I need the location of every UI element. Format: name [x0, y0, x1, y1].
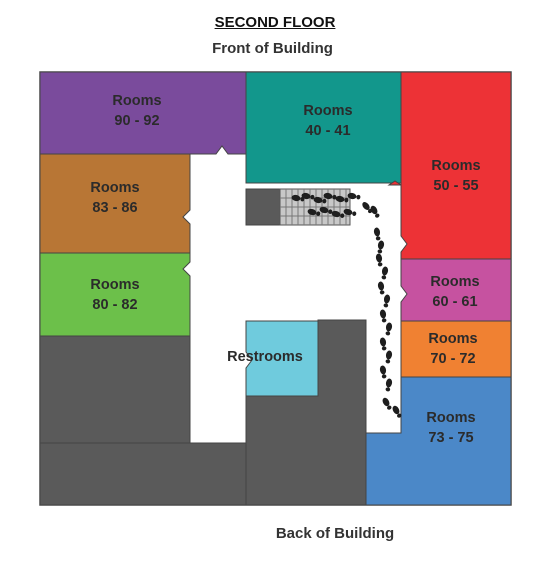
room-73-75-label-line2: 73 - 75	[428, 430, 473, 446]
footprint-mark	[385, 350, 393, 364]
stairs-icon	[279, 188, 351, 226]
room-70-72[interactable]: Rooms 70 - 72	[400, 320, 512, 378]
room-50-55[interactable]: Rooms 50 - 55	[387, 71, 512, 260]
footprint-mark	[379, 309, 387, 323]
room-90-92-label-line2: 90 - 92	[114, 113, 159, 129]
room-40-41[interactable]: Rooms 40 - 41	[245, 71, 402, 184]
footprint-mark	[319, 206, 333, 214]
footprint-mark	[373, 227, 381, 241]
footprint-mark	[381, 266, 389, 280]
room-73-75-label-line1: Rooms	[426, 410, 475, 426]
room-60-61-label-line1: Rooms	[430, 274, 479, 290]
unassigned-block-left	[39, 335, 191, 445]
room-60-61-label-line2: 60 - 61	[432, 294, 477, 310]
footprint-mark	[375, 253, 383, 267]
footprints-icon	[291, 192, 402, 418]
footprint-mark	[377, 240, 385, 254]
room-70-72-label-line1: Rooms	[428, 331, 477, 347]
unassigned-block-bottom-left	[39, 442, 247, 506]
room-80-82-label-line1: Rooms	[90, 277, 139, 293]
footprint-mark	[383, 294, 391, 308]
footprint-mark	[362, 202, 373, 214]
footprint-mark	[301, 192, 315, 200]
unassigned-block-stair-side	[245, 188, 281, 226]
back-of-building-label: Back of Building	[275, 525, 395, 542]
room-40-41-label-line2: 40 - 41	[305, 123, 350, 139]
restrooms[interactable]: Restrooms	[227, 320, 319, 397]
footprint-mark	[323, 192, 337, 200]
footprint-mark	[331, 210, 345, 218]
room-83-86[interactable]: Rooms 83 - 86	[39, 153, 191, 254]
room-50-55-label-line1: Rooms	[431, 158, 480, 174]
footprint-mark	[385, 322, 393, 336]
footprint-mark	[347, 192, 361, 200]
room-60-61[interactable]: Rooms 60 - 61	[400, 258, 512, 322]
footprint-mark	[382, 397, 392, 410]
footprint-mark	[392, 405, 402, 418]
restrooms-label: Restrooms	[227, 349, 303, 365]
footprint-mark	[379, 365, 387, 379]
front-of-building-label: Front of Building	[212, 40, 333, 57]
footprint-mark	[370, 205, 380, 218]
room-83-86-label-line2: 83 - 86	[92, 200, 137, 216]
room-90-92[interactable]: Rooms 90 - 92	[39, 71, 247, 155]
room-80-82-label-line2: 80 - 82	[92, 297, 137, 313]
footprint-mark	[379, 337, 387, 351]
room-73-75[interactable]: Rooms 73 - 75	[365, 376, 512, 506]
room-83-86-label-line1: Rooms	[90, 180, 139, 196]
room-80-82[interactable]: Rooms 80 - 82	[39, 252, 191, 337]
room-50-55-label-line2: 50 - 55	[433, 178, 478, 194]
footprint-mark	[307, 208, 321, 216]
footprint-mark	[385, 378, 393, 392]
footprint-mark	[335, 195, 349, 203]
footprint-mark	[377, 281, 385, 295]
room-70-72-label-line2: 70 - 72	[430, 351, 475, 367]
footprint-mark	[343, 208, 357, 216]
footprint-mark	[313, 196, 327, 204]
floor-title: SECOND FLOOR	[214, 14, 336, 31]
room-40-41-label-line1: Rooms	[303, 103, 352, 119]
room-90-92-label-line1: Rooms	[112, 93, 161, 109]
unassigned-areas	[39, 188, 367, 506]
